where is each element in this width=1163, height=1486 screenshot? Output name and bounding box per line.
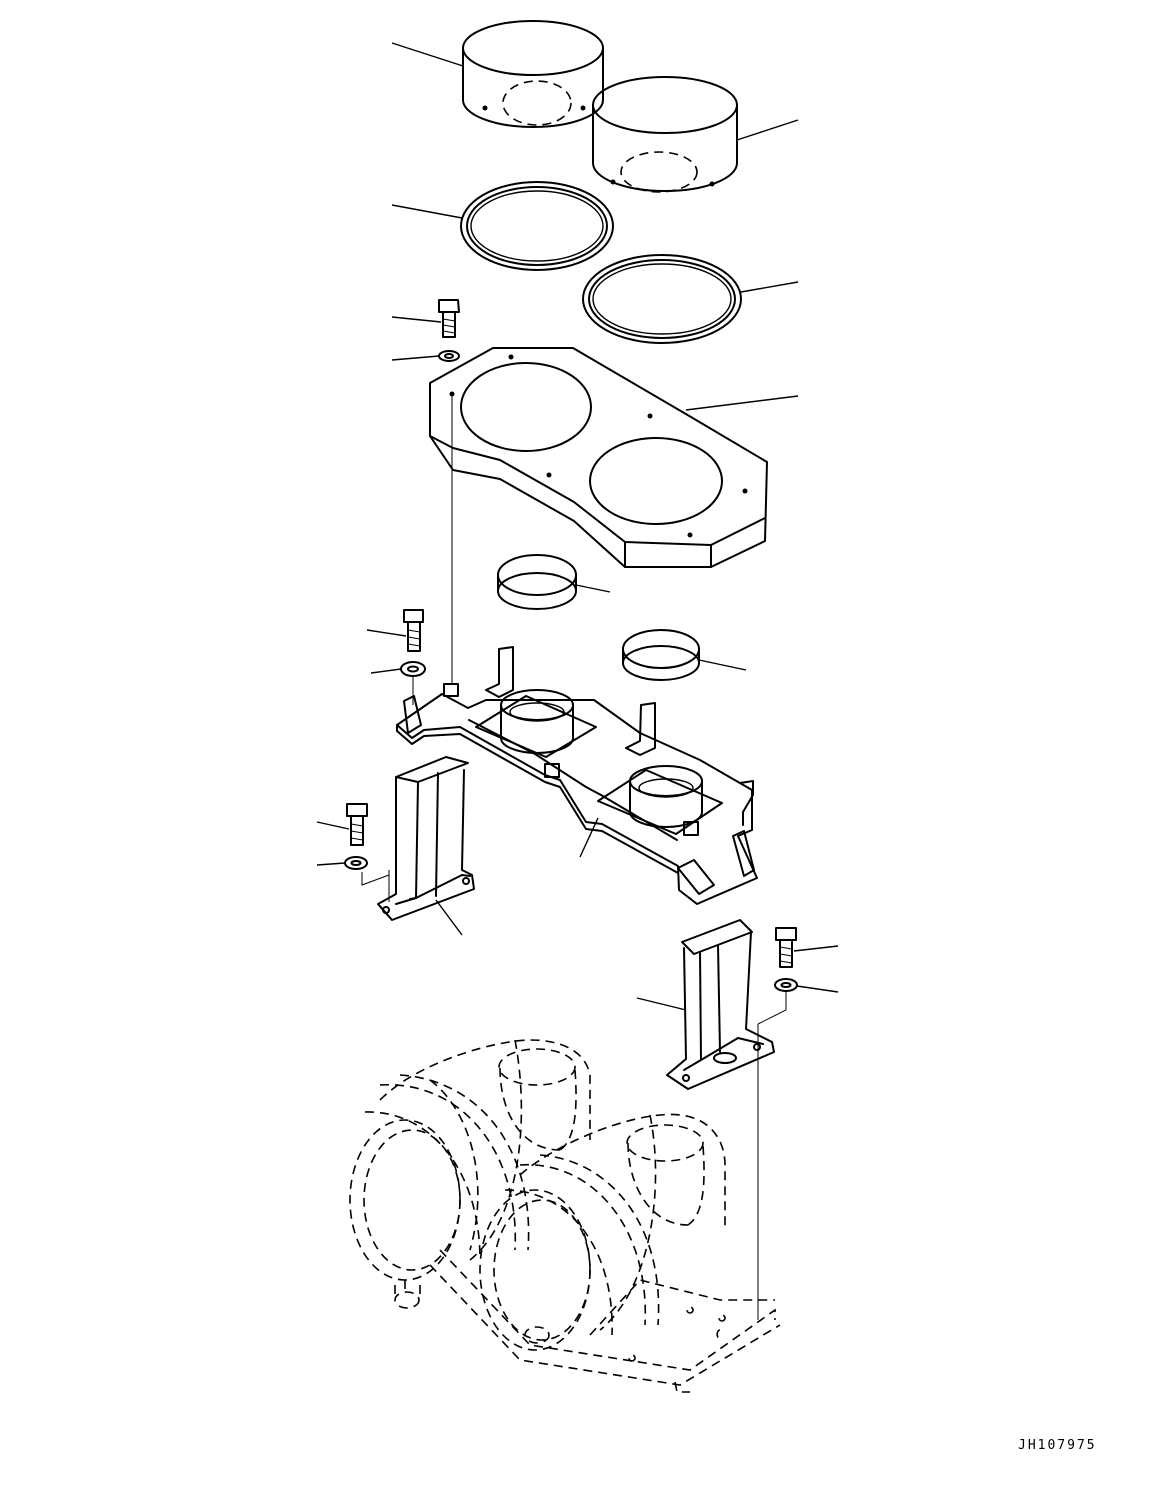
small-ring-left[interactable] — [497, 554, 577, 610]
leader-lines — [316, 42, 839, 1011]
washer-middle[interactable] — [400, 661, 426, 677]
leader-support-leg-right — [636, 997, 687, 1011]
leader-bolt-lower-left — [316, 821, 350, 830]
leader-seal-ring-left — [391, 204, 463, 219]
leader-support-leg-left — [435, 899, 463, 936]
bolt-middle[interactable] — [403, 609, 424, 652]
bolt-lower-left[interactable] — [346, 803, 368, 846]
leader-cap-upper-right — [736, 119, 799, 141]
drawing-code: JH107975 — [1018, 1438, 1097, 1453]
cap-upper-left[interactable] — [462, 20, 604, 128]
leader-small-ring-left — [575, 584, 611, 593]
support-leg-right[interactable] — [666, 919, 775, 1090]
washer-lower-left[interactable] — [344, 856, 368, 870]
cover-plate[interactable] — [429, 347, 768, 568]
leader-washer-lower-left — [316, 862, 346, 866]
leader-mounting-bracket — [579, 817, 599, 858]
leader-cover-plate — [685, 395, 799, 411]
bolt-lower-right[interactable] — [775, 927, 797, 968]
leader-washer-lower-right — [796, 985, 839, 993]
washer-lower-right[interactable] — [774, 978, 798, 992]
leader-bolt-lower-right — [793, 945, 839, 952]
leader-bolt-middle — [366, 629, 407, 637]
seal-ring-right[interactable] — [582, 254, 742, 344]
leader-small-ring-right — [698, 659, 747, 671]
seal-ring-left[interactable] — [460, 181, 614, 271]
small-ring-right[interactable] — [622, 629, 700, 681]
support-leg-left[interactable] — [377, 756, 475, 921]
alignment-lines — [361, 394, 787, 1320]
washer-top[interactable] — [438, 350, 460, 362]
leader-seal-ring-right — [740, 281, 799, 293]
air-cleaner-assembly — [349, 1039, 781, 1393]
leader-bolt-top — [391, 316, 442, 323]
leader-washer-top — [391, 355, 440, 361]
cap-upper-right[interactable] — [592, 76, 738, 193]
bolt-top[interactable] — [438, 299, 460, 338]
leader-cap-upper-left — [391, 42, 464, 67]
leader-washer-middle — [370, 668, 402, 674]
mounting-bracket[interactable] — [396, 646, 758, 905]
